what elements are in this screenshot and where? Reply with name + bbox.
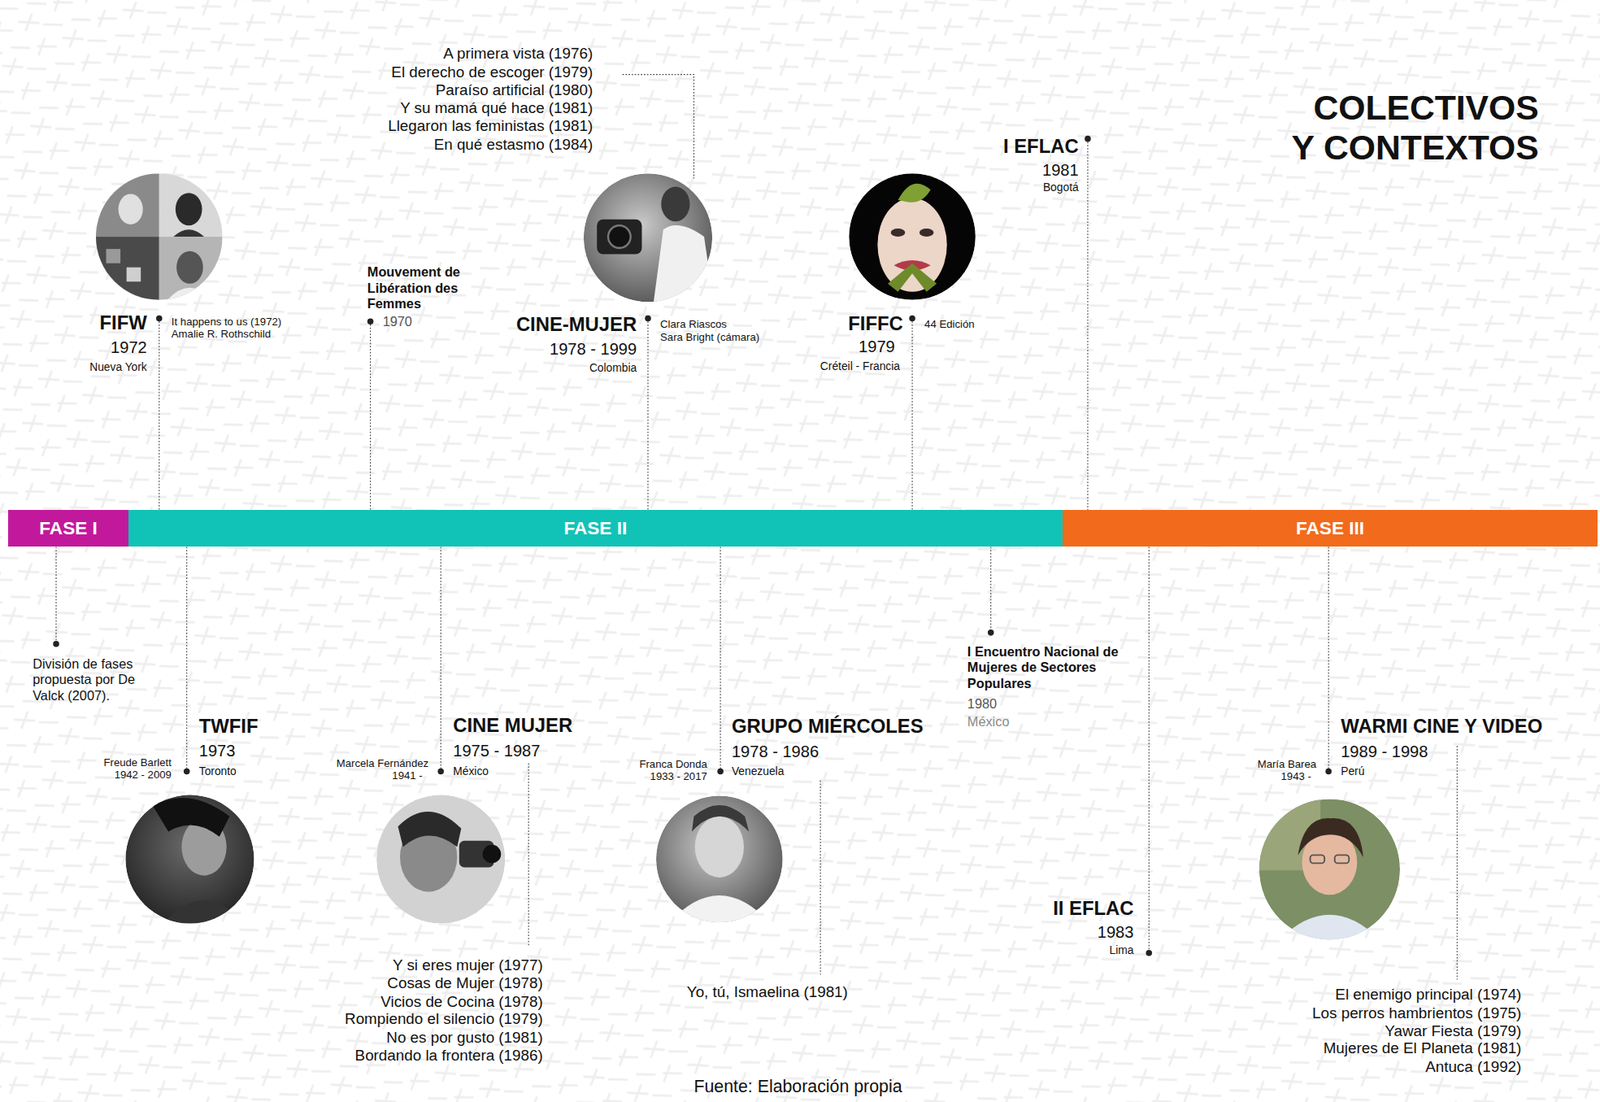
event-place: Colombia	[589, 361, 637, 375]
edition-note: 44 Edición	[924, 317, 974, 331]
movement-name: Mouvement de Libération des Femmes	[367, 264, 488, 313]
film-title: Yo, tú, Ismaelina (1981)	[686, 982, 848, 1002]
collective-name: FIFFC	[847, 312, 904, 336]
collective-name: FIFW	[100, 311, 148, 335]
phase-name: FASE I	[39, 517, 98, 540]
film-title: No es por gusto (1981)	[386, 1028, 543, 1048]
source-caption: Fuente: Elaboración propia	[693, 1076, 902, 1097]
event-place: Nueva York	[89, 360, 148, 374]
event-name: I Encuentro Nacional de Mujeres de Secto…	[967, 643, 1131, 692]
diagram-title: COLECTIVOS Y CONTEXTOS	[1285, 87, 1540, 168]
person-dates: 1933 - 2017	[650, 769, 708, 783]
phase-band: FASE III	[1062, 509, 1599, 547]
event-year: 1973	[199, 740, 236, 761]
event-name: I EFLAC	[1003, 134, 1079, 159]
phase-note: División de fases propuesta por De Valck…	[32, 656, 145, 705]
film-title: Mujeres de El Planeta (1981)	[1323, 1039, 1522, 1058]
film-title: En qué estasmo (1984)	[434, 135, 594, 155]
event-year: 1983	[1097, 921, 1135, 942]
event-place: Lima	[1109, 943, 1135, 957]
person-note: Amalie R. Rothschild	[171, 327, 271, 340]
person-note: Sara Bright (cámara)	[660, 330, 760, 344]
film-title: Los perros hambrientos (1975)	[1312, 1004, 1522, 1023]
film-title: Paraíso artificial (1980)	[435, 81, 593, 100]
person-name: Freude Barlett	[103, 756, 171, 769]
person-dates: 1942 - 2009	[114, 768, 172, 781]
person-note: Clara Riascos	[660, 317, 727, 331]
film-title: Y si eres mujer (1977)	[392, 956, 544, 975]
event-year: 1978 - 1986	[731, 741, 819, 761]
collective-name: GRUPO MIÉRCOLES	[731, 714, 924, 739]
phase-band: FASE II	[128, 509, 1062, 547]
phase-band: FASE I	[8, 509, 129, 547]
collective-name: WARMI CINE Y VIDEO	[1340, 714, 1543, 739]
event-year: 1972	[110, 337, 148, 357]
event-place: Créteil - Francia	[820, 360, 900, 374]
film-title: Yawar Fiesta (1979)	[1384, 1021, 1522, 1041]
collective-name: CINE-MUJER	[516, 313, 637, 337]
phase-name: FASE III	[1295, 517, 1365, 540]
event-year: 1980	[967, 695, 997, 713]
film-title: El derecho de escoger (1979)	[391, 63, 593, 83]
event-place: Bogotá	[1043, 181, 1079, 195]
event-place: México	[967, 713, 1010, 731]
person-dates: 1943 -	[1281, 769, 1312, 783]
event-year: 1970	[382, 313, 413, 331]
film-title: Rompiendo el silencio (1979)	[344, 1009, 544, 1029]
collective-name: CINE MUJER	[452, 713, 573, 738]
event-year: 1975 - 1987	[452, 740, 540, 761]
film-title: Vicios de Cocina (1978)	[380, 992, 543, 1012]
film-title: Antuca (1992)	[1425, 1057, 1522, 1077]
event-place: Perú	[1340, 765, 1365, 779]
event-place: Toronto	[199, 765, 237, 779]
film-title: Cosas de Mujer (1978)	[386, 973, 543, 993]
phase-name: FASE II	[563, 517, 627, 540]
event-year: 1979	[858, 336, 896, 357]
collective-name: TWFIF	[199, 714, 259, 739]
event-name: II EFLAC	[1052, 896, 1134, 921]
film-title: El enemigo principal (1974)	[1334, 985, 1522, 1005]
person-name: Franca Donda	[639, 757, 707, 770]
event-year: 1978 - 1999	[549, 339, 637, 359]
film-title: A primera vista (1976)	[443, 44, 593, 64]
event-year: 1989 - 1998	[1340, 741, 1428, 761]
film-title: Bordando la frontera (1986)	[355, 1046, 544, 1066]
film-title: Y su mamá qué hace (1981)	[400, 99, 593, 118]
event-place: Venezuela	[731, 765, 784, 779]
person-name: María Barea	[1257, 757, 1317, 770]
person-note: It happens to us (1972)	[171, 315, 282, 328]
event-year: 1981	[1042, 160, 1079, 180]
person-name: Marcela Fernández	[336, 756, 429, 770]
event-place: México	[452, 765, 489, 779]
person-dates: 1941 -	[391, 769, 422, 782]
film-title: Llegaron las feministas (1981)	[387, 117, 593, 136]
